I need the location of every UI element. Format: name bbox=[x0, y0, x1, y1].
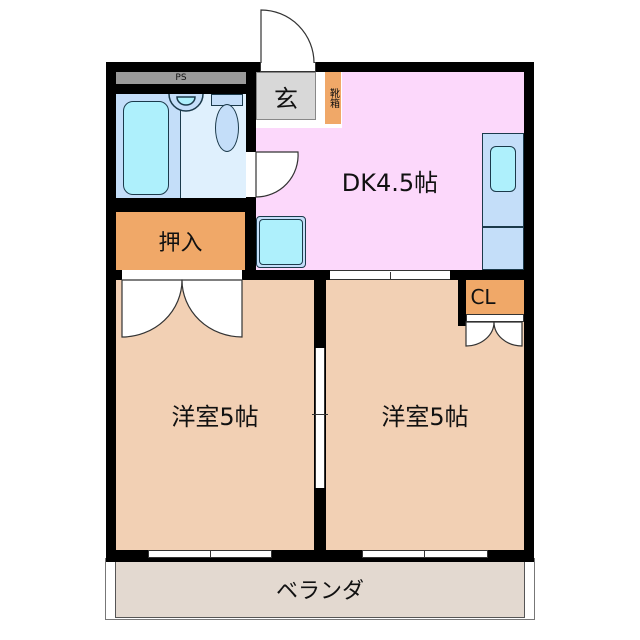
entrance-tile bbox=[256, 72, 316, 120]
oshiire-door-swing-icon bbox=[121, 279, 243, 338]
front-door-swing-icon bbox=[260, 9, 315, 64]
bathtub bbox=[123, 101, 169, 195]
closet-wall bbox=[458, 280, 466, 326]
western-room-right-label: 洋室5帖 bbox=[381, 402, 469, 431]
sink-icon bbox=[168, 93, 204, 112]
window-left-mark bbox=[210, 551, 211, 558]
dk-label: DK4.5帖 bbox=[341, 168, 439, 197]
partition-sliding-door[interactable] bbox=[315, 348, 325, 488]
shoe-box-label: 靴箱 bbox=[327, 88, 339, 108]
bathroom-door-swing-icon bbox=[255, 151, 299, 198]
shoe-box bbox=[325, 72, 341, 124]
window-right[interactable] bbox=[362, 550, 488, 558]
kitchen-sink bbox=[490, 146, 516, 192]
entrance-label: 玄 bbox=[274, 84, 298, 113]
kitchen-counter-divider bbox=[482, 226, 524, 228]
western-room-left-label: 洋室5帖 bbox=[171, 402, 259, 431]
dk-door-mark bbox=[390, 272, 391, 280]
oshiire bbox=[116, 212, 245, 270]
pipe-space bbox=[116, 72, 246, 84]
washing-machine bbox=[259, 219, 303, 265]
pipe-space-label: PS bbox=[175, 73, 187, 83]
closet bbox=[466, 280, 524, 314]
bathroom-door-opening bbox=[246, 152, 256, 197]
partition-door-mark bbox=[312, 414, 328, 415]
closet-label: CL bbox=[470, 285, 496, 309]
window-right-mark bbox=[424, 551, 425, 558]
oshiire-label: 押入 bbox=[158, 231, 203, 256]
oshiire-door-opening[interactable] bbox=[122, 270, 242, 280]
veranda-label: ベランダ bbox=[275, 579, 364, 604]
closet-door-opening[interactable] bbox=[466, 314, 524, 322]
closet-door-swing-icon bbox=[465, 321, 523, 347]
veranda bbox=[115, 560, 525, 618]
toilet-bowl bbox=[215, 104, 239, 152]
